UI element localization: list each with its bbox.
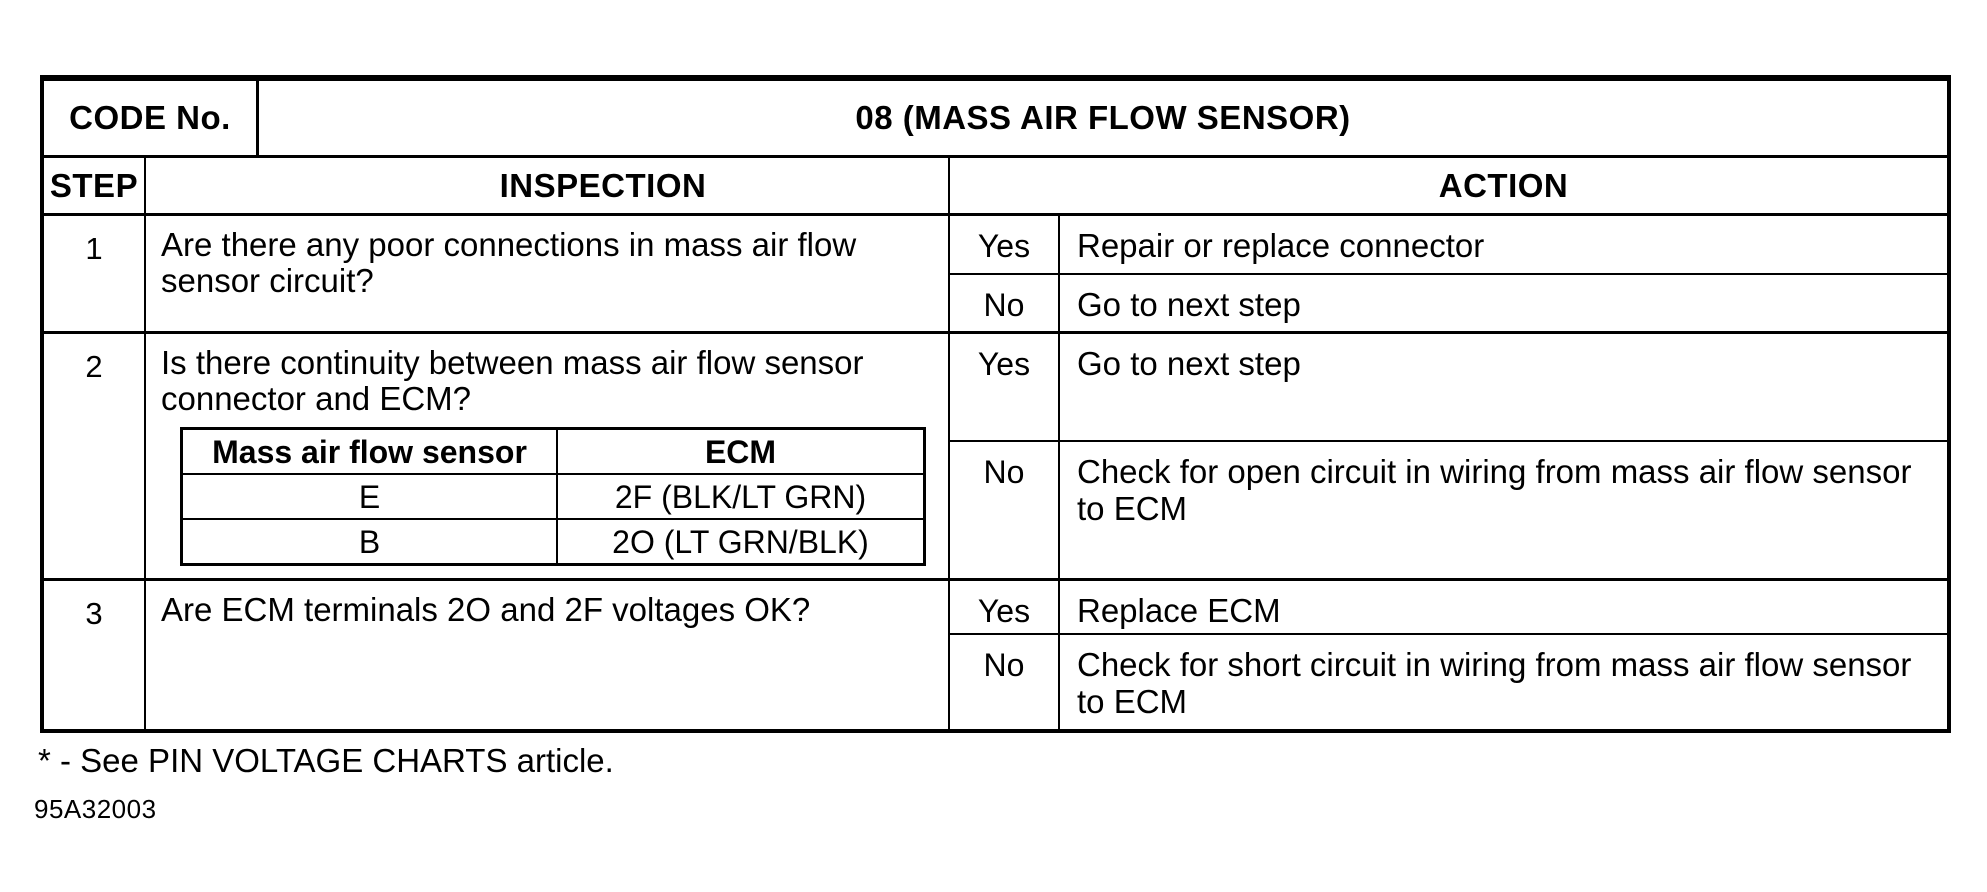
step-3-question: Are ECM terminals 2O and 2F voltages OK? xyxy=(146,581,950,729)
step-1-no-action: Go to next step xyxy=(1060,275,1947,334)
steps-grid: STEP INSPECTION ACTION 1 Are there any p… xyxy=(44,158,1947,729)
step-3-yes-action: Replace ECM xyxy=(1060,581,1947,635)
step-1-yes-action: Repair or replace connector xyxy=(1060,216,1947,275)
pin-ecm-terminal: 2O (LT GRN/BLK) xyxy=(612,523,869,560)
step-1-no-label: No xyxy=(950,275,1060,334)
pin-table-header-sensor: Mass air flow sensor xyxy=(183,430,558,473)
pin-table-row: B 2O (LT GRN/BLK) xyxy=(183,520,923,563)
step-2-no-action: Check for open circuit in wiring from ma… xyxy=(1060,442,1947,581)
document-number: 95A32003 xyxy=(34,794,157,824)
pin-table-header-ecm: ECM xyxy=(704,433,777,470)
column-header-inspection: INSPECTION xyxy=(146,158,950,216)
pin-table-header-row: Mass air flow sensor ECM xyxy=(183,430,923,475)
step-2-number: 2 xyxy=(44,334,146,581)
pin-sensor-terminal: E xyxy=(183,475,558,518)
step-1-number: 1 xyxy=(44,216,146,334)
step-2-yes-action: Go to next step xyxy=(1060,334,1947,442)
step-3-no-action: Check for short circuit in wiring from m… xyxy=(1077,646,1912,720)
step-3-number: 3 xyxy=(44,581,146,729)
footnote: * - See PIN VOLTAGE CHARTS article. xyxy=(38,742,614,779)
step-3-no-label: No xyxy=(950,635,1060,729)
step-3-yes-label: Yes xyxy=(950,581,1060,635)
code-label: CODE No. xyxy=(44,81,259,155)
step-1-question: Are there any poor connections in mass a… xyxy=(146,216,950,334)
code-row: CODE No. 08 (MASS AIR FLOW SENSOR) xyxy=(44,81,1947,158)
step-2-question-text: Is there continuity between mass air flo… xyxy=(161,344,864,417)
step-2-question: Is there continuity between mass air flo… xyxy=(146,334,950,581)
pin-sensor-terminal: B xyxy=(183,520,558,563)
column-header-step: STEP xyxy=(44,158,146,216)
pin-table-row: E 2F (BLK/LT GRN) xyxy=(183,475,923,520)
pin-ecm-terminal: 2F (BLK/LT GRN) xyxy=(614,478,867,515)
step-2-no-label: No xyxy=(950,442,1060,581)
diagnostic-table: CODE No. 08 (MASS AIR FLOW SENSOR) STEP … xyxy=(40,75,1951,733)
step-2-yes-label: Yes xyxy=(950,334,1060,442)
column-header-action: ACTION xyxy=(950,158,1947,216)
pin-mapping-table: Mass air flow sensor ECM E 2F (BLK/LT GR… xyxy=(180,427,926,566)
code-title: 08 (MASS AIR FLOW SENSOR) xyxy=(855,99,1351,136)
step-1-yes-label: Yes xyxy=(950,216,1060,275)
